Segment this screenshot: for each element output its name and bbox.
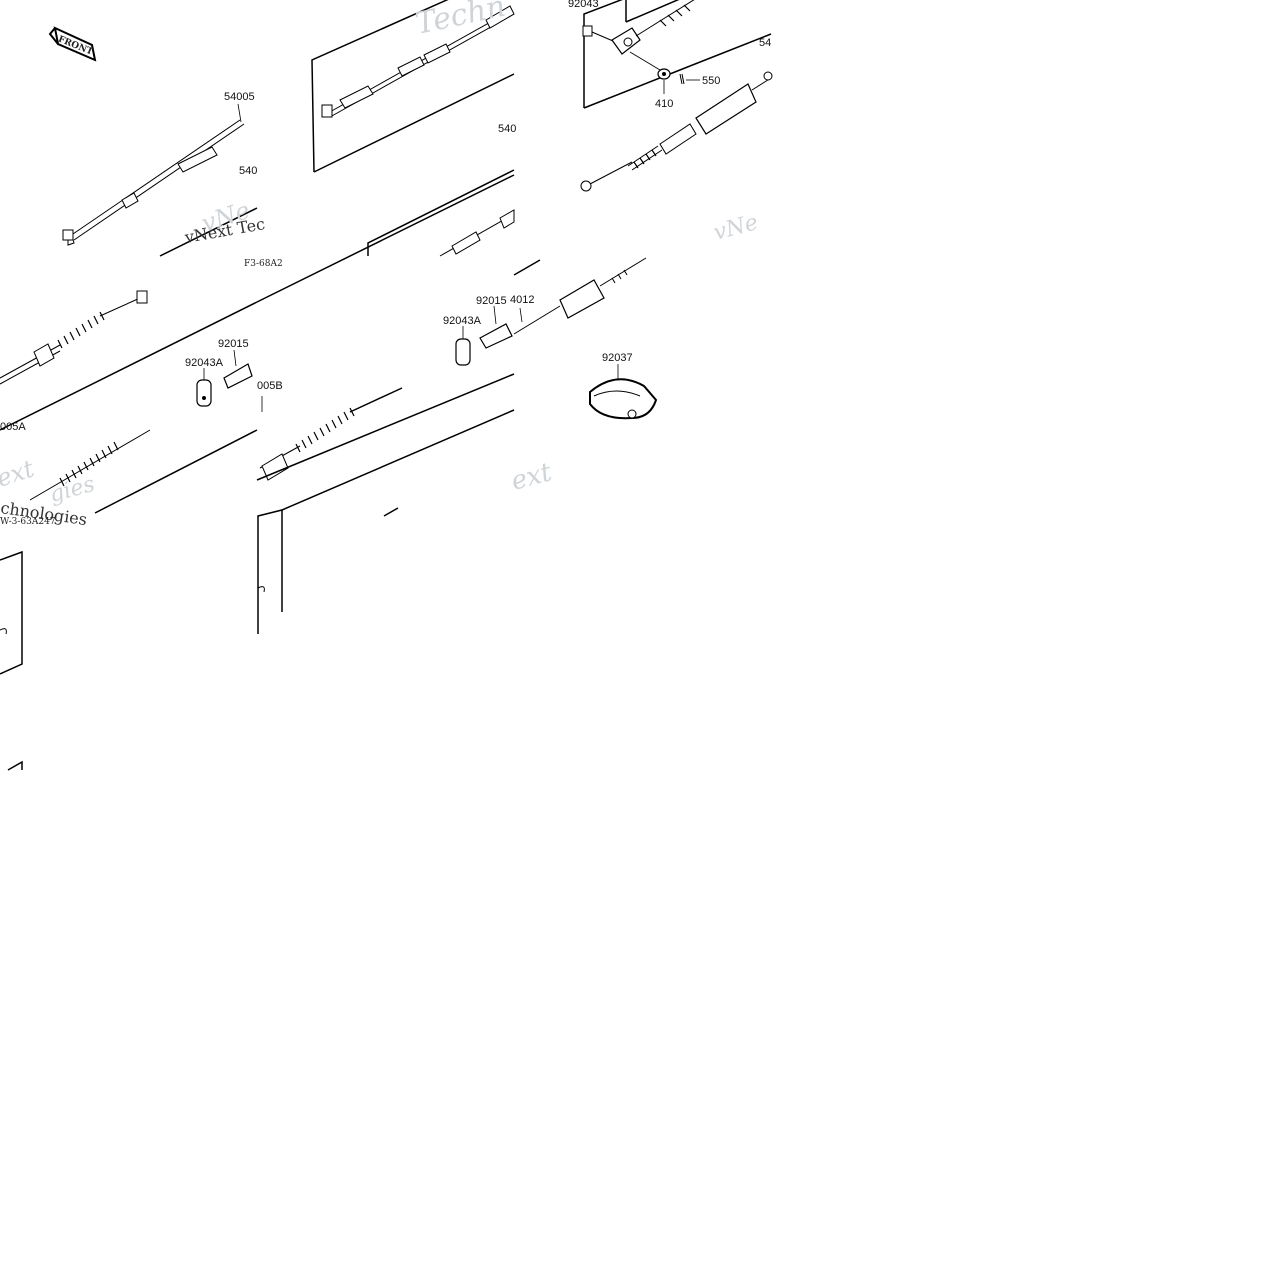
clamp-92037 xyxy=(589,364,658,420)
barrel-92043A-left xyxy=(196,368,212,407)
label-005A: 005A xyxy=(0,421,26,433)
small-code-1: F3-68A2 xyxy=(244,259,283,269)
cable-lower-left xyxy=(29,429,151,501)
label-92043A-right: 92043A xyxy=(443,315,482,327)
cable-end-lower-center xyxy=(439,209,515,257)
watermark-ext-1: ext xyxy=(0,454,38,492)
tile-top-center: Techn 540 xyxy=(311,0,516,257)
clevis-92015-right xyxy=(479,305,513,349)
cable-right-housing xyxy=(513,257,647,335)
label-92043A-left: 92043A xyxy=(185,357,224,369)
watermark-techn: Techn xyxy=(412,0,508,42)
front-arrow-icon: FRONT xyxy=(48,26,97,62)
cotter-pin-550 xyxy=(679,73,700,85)
label-92015-left: 92015 xyxy=(218,338,249,350)
tile-middle-center: 005B 92043A 92015 xyxy=(256,174,515,634)
label-4012: 4012 xyxy=(510,294,534,306)
small-code-2: W-3-63A247 xyxy=(0,517,56,527)
cable-center-adjuster xyxy=(259,387,403,481)
washer-410 xyxy=(629,51,671,94)
tile-bottom-left xyxy=(0,550,23,771)
barrel-92043A-right xyxy=(455,326,471,366)
cable-upper-left-adjuster xyxy=(0,290,148,385)
cable-54005 xyxy=(62,103,245,246)
tile-top-right: 92043 410 550 54 vNe xyxy=(568,0,773,246)
label-550: 550 xyxy=(702,75,720,87)
tile-middle-right: 4012 92037 ext xyxy=(508,257,658,497)
label-005B: 005B xyxy=(257,380,283,392)
watermark-ext-2: ext xyxy=(508,457,555,497)
label-92037: 92037 xyxy=(602,352,633,364)
watermark-vne-2: vNe xyxy=(711,210,761,246)
label-92015-right: 92015 xyxy=(476,295,507,307)
clevis-92015-left xyxy=(223,349,253,389)
watermark-gies: gies xyxy=(47,472,97,508)
tile-middle-left: 005A 92043A 92015 ext gies chnologies W-… xyxy=(0,259,283,529)
cable-right-adjuster xyxy=(580,71,773,192)
clevis-92043 xyxy=(582,0,695,55)
label-54005-top: 54005 xyxy=(224,91,255,103)
label-540-left: 540 xyxy=(239,165,257,177)
cable-upper-center xyxy=(321,5,515,118)
label-540-mid: 540 xyxy=(498,123,516,135)
label-410: 410 xyxy=(655,98,673,110)
label-54-right: 54 xyxy=(759,37,771,49)
label-92043-top: 92043 xyxy=(568,0,599,10)
tile-top-left: FRONT 54005 540 vNe vNext Tec xyxy=(48,26,266,257)
